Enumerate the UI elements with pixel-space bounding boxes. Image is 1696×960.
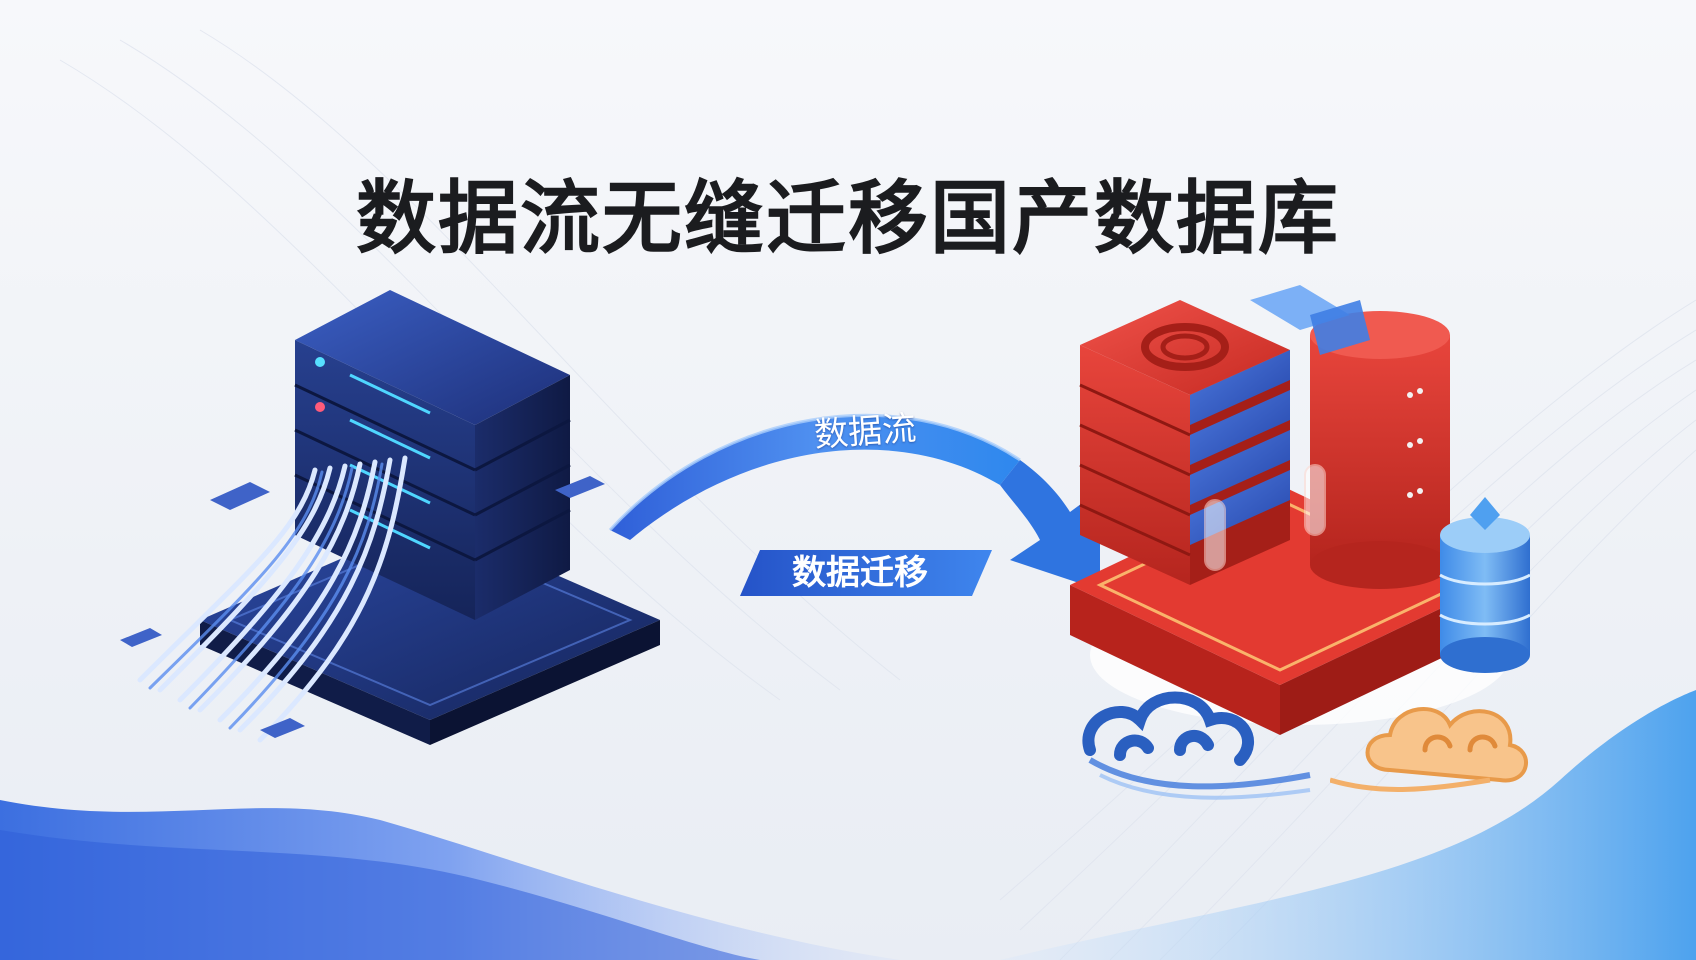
blue-cloud-illustration xyxy=(1082,691,1311,800)
migration-arrow xyxy=(608,413,1100,590)
source-server-illustration xyxy=(120,290,660,745)
data-migration-badge: 数据迁移 xyxy=(740,546,992,600)
target-server-illustration xyxy=(1070,285,1531,735)
orange-cloud-illustration xyxy=(1330,707,1528,792)
data-migration-label: 数据迁移 xyxy=(792,553,928,593)
page-title: 数据流无缝迁移国产数据库 xyxy=(356,171,1340,265)
badge-shape xyxy=(740,550,992,596)
bottom-right-wave xyxy=(1000,690,1696,960)
